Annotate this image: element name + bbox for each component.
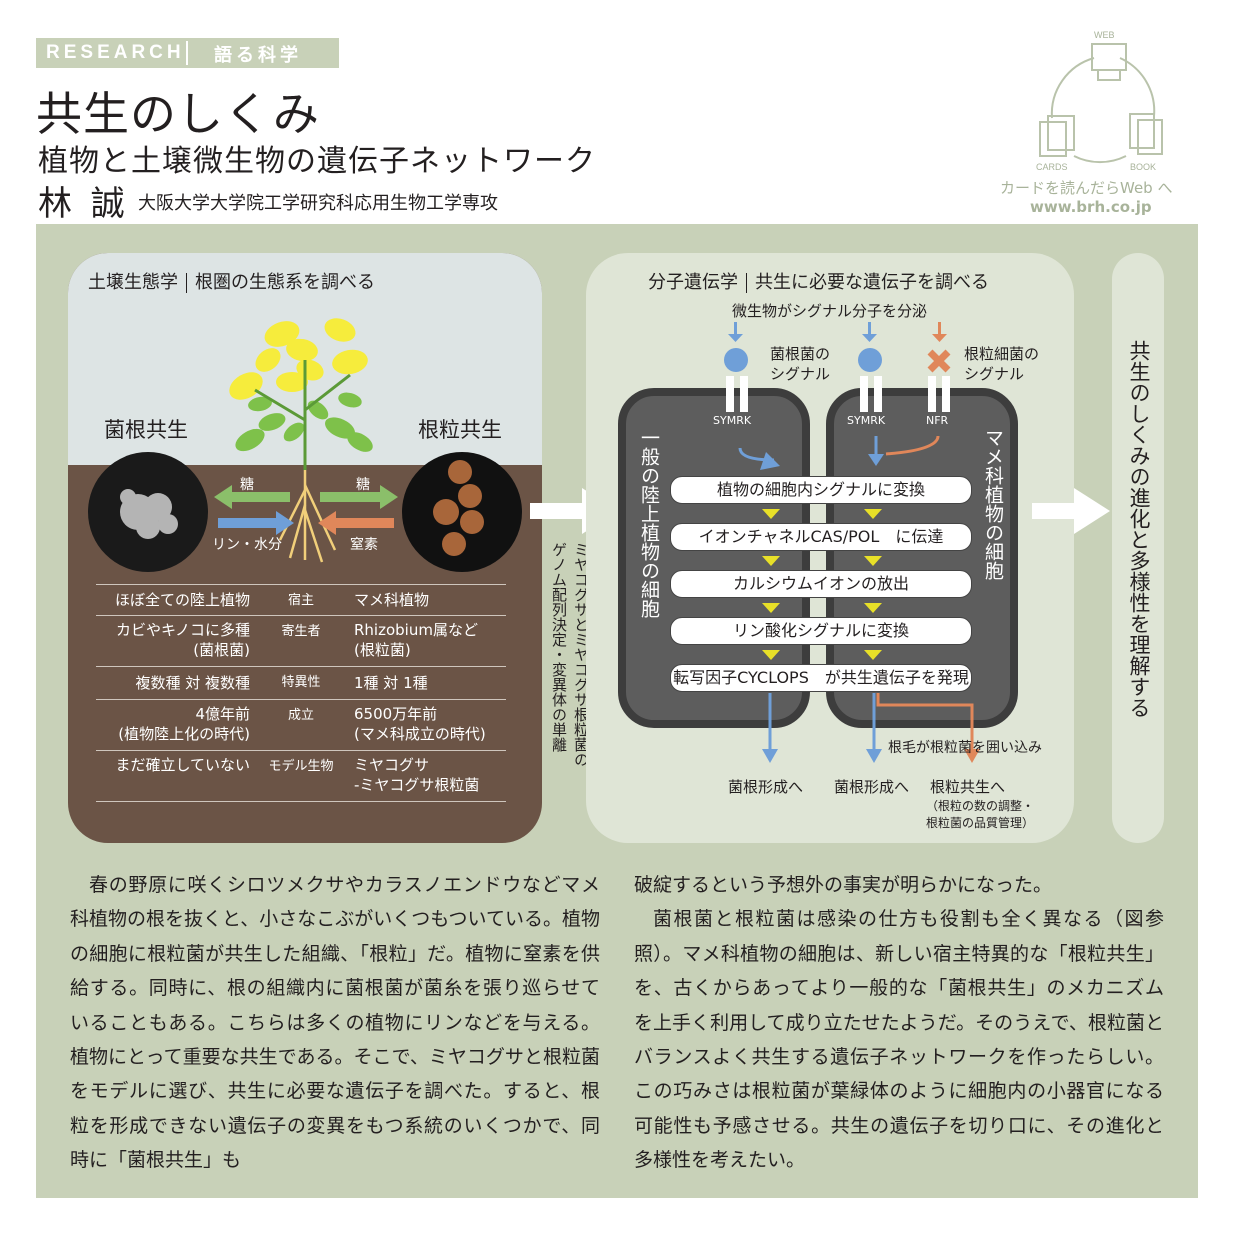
arrow-right-icon [1032, 488, 1110, 534]
body-column-2: 破綻するという予想外の事実が明らかになった。 菌根菌と根粒菌は感染の仕方も役割も… [634, 874, 1164, 1172]
web-caption: カードを読んだらWeb へ [1000, 179, 1173, 197]
plant-illustration [229, 318, 373, 563]
pathway-arrows [762, 509, 980, 763]
nodule-label: 根粒共生 [418, 418, 502, 442]
root-hair-label: 根毛が根粒菌を囲い込み [888, 740, 1042, 756]
output-myco-2: 菌根形成へ [834, 778, 910, 796]
myco-signal-label: 菌根菌のシグナル [770, 345, 831, 383]
badge-research-label: RESEARCH [46, 42, 185, 63]
table-row: ほぼ全ての陸上植物 宿主 マメ科植物 [96, 584, 506, 616]
pathway-step: 転写因子CYCLOPS が共生遺伝子を発現 [670, 664, 972, 692]
nod-signal-label: 根粒細菌のシグナル [964, 345, 1040, 383]
nfr-label: NFR [926, 414, 949, 427]
body-column-1: 春の野原に咲くシロツメクサやカラスノエンドウなどマメ科植物の根を抜くと、小さなこ… [70, 874, 600, 1172]
result-panel [1112, 253, 1164, 843]
symrk-label-2: SYMRK [847, 414, 886, 427]
logo-cards-text: CARDS [1036, 162, 1068, 172]
body-background [36, 846, 1198, 1198]
nitrogen-label: 窒素 [350, 537, 378, 553]
pathway-step: 植物の細胞内シグナルに変換 [670, 476, 972, 504]
soil-panel-heading: 土壌生態学根圏の生態系を調べる [88, 272, 375, 293]
nodule-photo [402, 452, 522, 572]
general-cell-label: 一般の陸上植物の細胞 [638, 428, 660, 618]
table-row: まだ確立していない モデル生物 ミヤコグサ -ミヤコグサ根粒菌 [96, 751, 506, 802]
result-text: 共生のしくみの進化と多様性を理解する [1127, 340, 1151, 718]
pathway-step: リン酸化シグナルに変換 [670, 617, 972, 645]
symbiosis-comparison-table: ほぼ全ての陸上植物 宿主 マメ科植物 カビやキノコに多種 (菌根菌) 寄生者 R… [96, 584, 506, 802]
nodule-image-icon [433, 460, 484, 556]
mol-panel-heading: 分子遺伝学共生に必要な遺伝子を調べる [648, 272, 989, 293]
logo-web-text: WEB [1094, 30, 1115, 40]
signal-receptor-diagram [724, 322, 951, 470]
legume-cell-label: マメ科植物の細胞 [982, 428, 1004, 580]
web-url-link[interactable]: www.brh.co.jp [1030, 198, 1152, 216]
mycorrhizal-label: 菌根共生 [104, 418, 188, 442]
page-subtitle: 植物と土壌微生物の遺伝子ネットワーク [38, 144, 596, 179]
table-row: 複数種 対 複数種 特異性 1種 対 1種 [96, 667, 506, 700]
author-name: 林 誠 [38, 184, 129, 224]
phosphorus-water-label: リン・水分 [212, 537, 282, 553]
sugar-label-left: 糖 [240, 477, 254, 493]
mycorrhiza-micrograph [88, 452, 208, 572]
symrk-label-1: SYMRK [713, 414, 752, 427]
web-cards-book-logo-icon[interactable]: WEB CARDS BOOK [1034, 28, 1196, 178]
exchange-arrows [214, 485, 398, 535]
table-row: 4億年前 (植物陸上化の時代) 成立 6500万年前 (マメ科成立の時代) [96, 700, 506, 751]
badge-divider [186, 41, 188, 65]
pathway-step: イオンチャネルCAS/POL に伝達 [670, 523, 972, 551]
page-title: 共生のしくみ [36, 87, 320, 141]
output-nodule-note: （根粒の数の調整・根粒菌の品質管理） [926, 799, 1035, 830]
sugar-label-right: 糖 [356, 477, 370, 493]
secretion-label: 微生物がシグナル分子を分泌 [732, 302, 928, 320]
genome-note: ミヤコグサとミヤコグサ根粒菌のゲノム配列決定・変異体の単離 [550, 542, 590, 767]
pathway-step: カルシウムイオンの放出 [670, 570, 972, 598]
table-row: カビやキノコに多種 (菌根菌) 寄生者 Rhizobium属など (根粒菌) [96, 616, 506, 667]
output-nodule: 根粒共生へ [930, 778, 1006, 796]
output-myco-1: 菌根形成へ [728, 778, 804, 796]
logo-book-text: BOOK [1130, 162, 1156, 172]
author-affiliation: 大阪大学大学院工学研究科応用生物工学専攻 [138, 193, 498, 214]
mycorrhiza-image-icon [120, 489, 178, 539]
badge-category-label: 語る科学 [214, 45, 302, 66]
